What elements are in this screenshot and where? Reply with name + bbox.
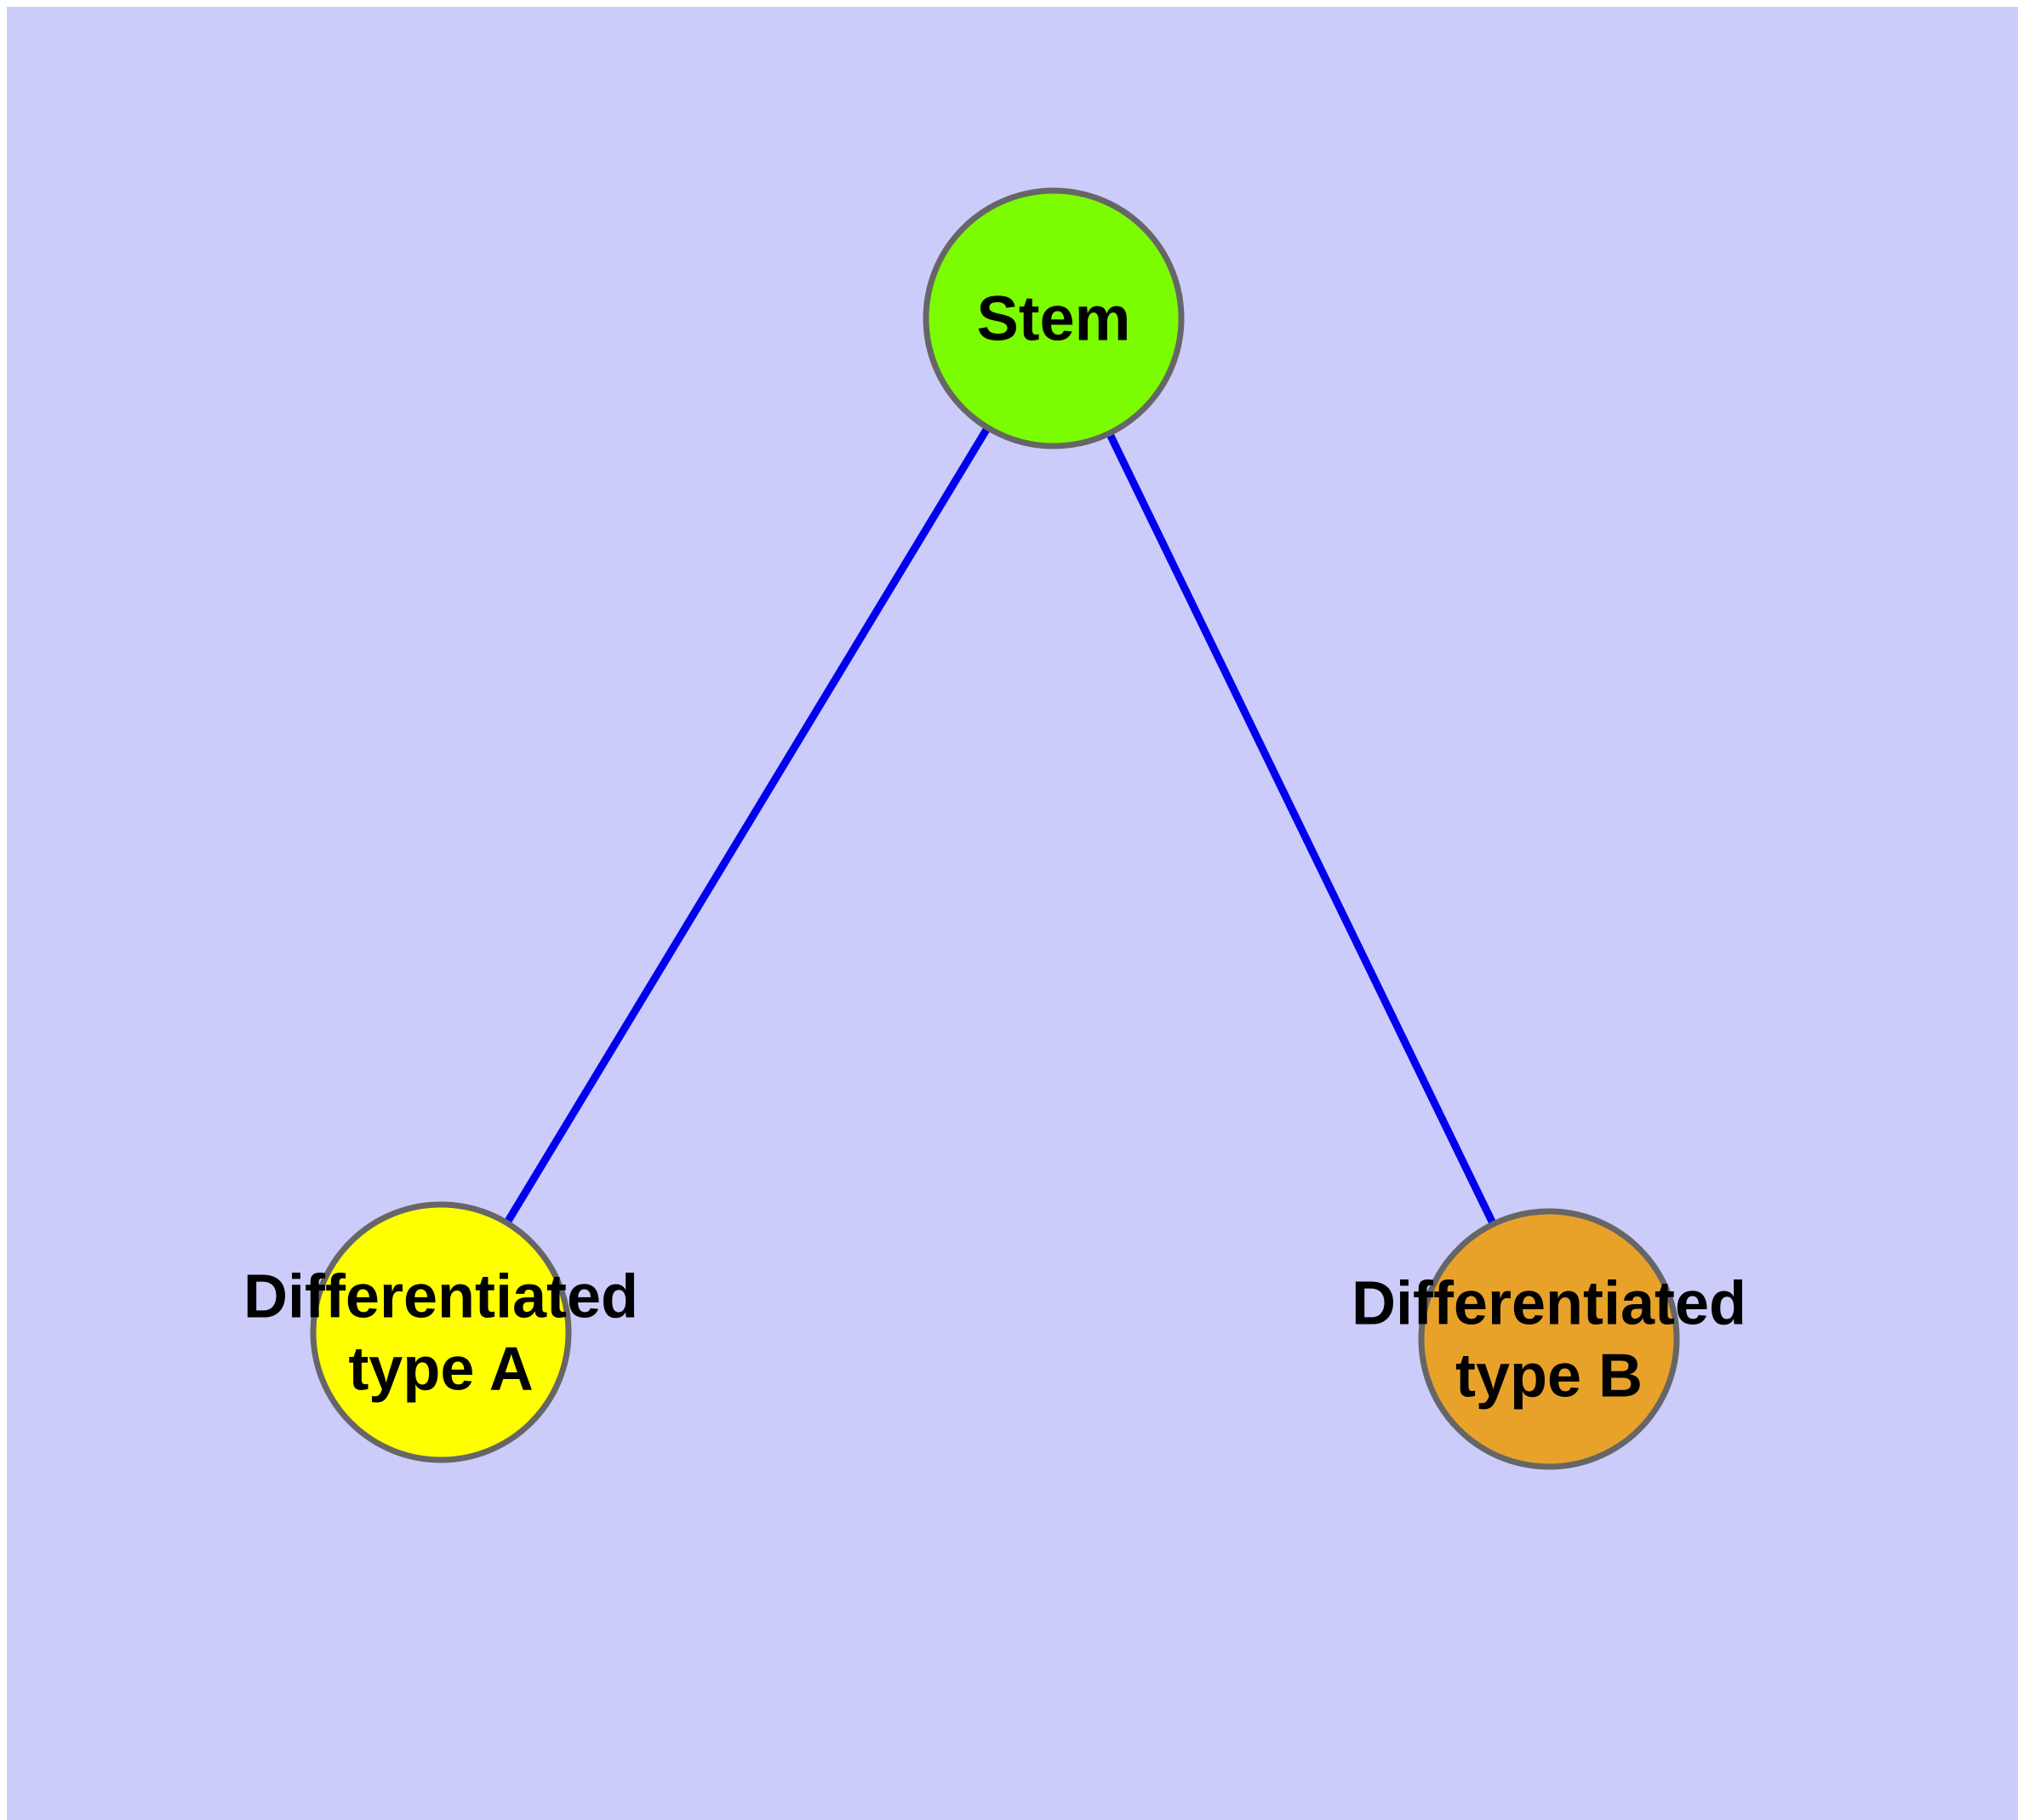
node-stem-circle[interactable] — [923, 187, 1185, 449]
node-differentiated-type-a[interactable] — [310, 1201, 572, 1463]
node-differentiated-type-b-circle[interactable] — [1418, 1208, 1680, 1470]
edge-stem-to-differentiated-b[interactable] — [1104, 428, 1499, 1229]
nodes-layer — [310, 187, 1680, 1470]
node-differentiated-type-b[interactable] — [1418, 1208, 1680, 1470]
node-differentiated-type-a-circle[interactable] — [310, 1201, 572, 1463]
node-stem[interactable] — [923, 187, 1185, 449]
node-stem-label: Stem — [977, 283, 1131, 354]
edge-stem-to-differentiated-a[interactable] — [501, 422, 993, 1228]
edges-layer — [501, 422, 1499, 1229]
